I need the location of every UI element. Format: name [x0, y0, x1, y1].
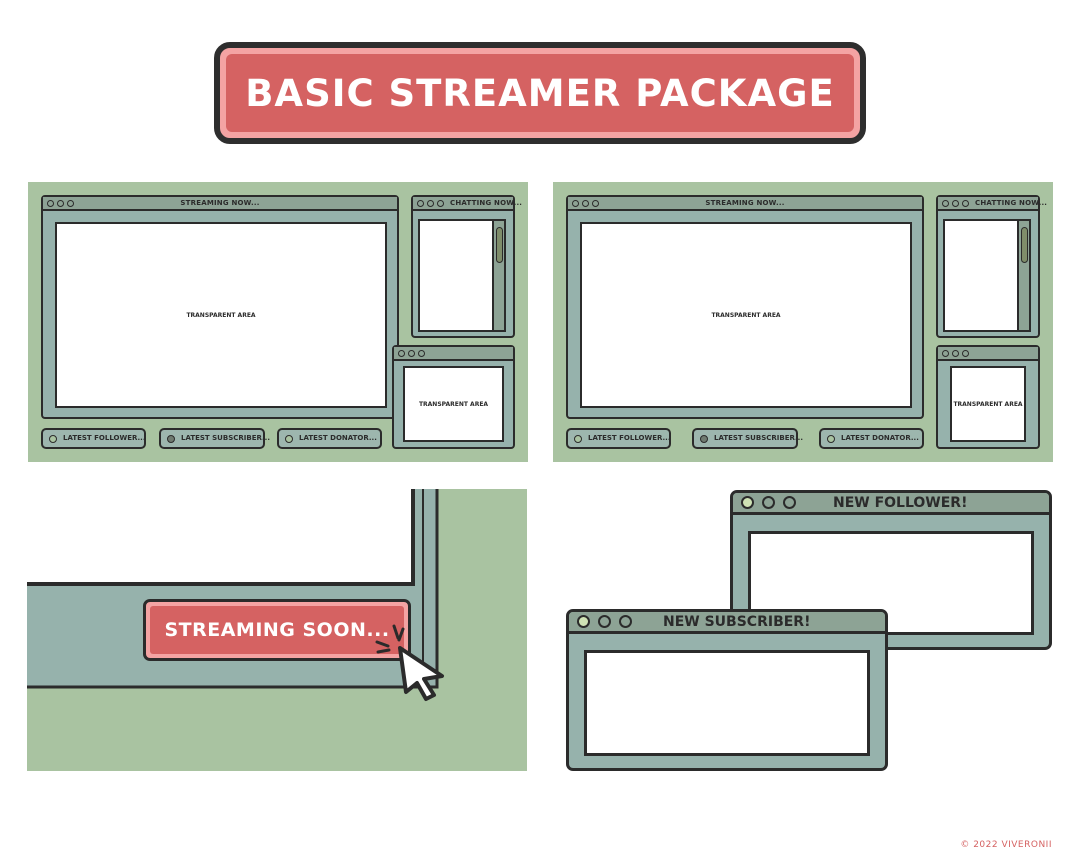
- cam-window: TRANSPARENT AREA: [392, 345, 515, 449]
- new-subscriber-alert: NEW SUBSCRIBER!: [566, 609, 888, 771]
- transparent-area-label: TRANSPARENT AREA: [711, 311, 781, 319]
- main-window: STREAMING NOW... TRANSPARENT AREA: [41, 195, 399, 419]
- window-dot-icon: [57, 200, 64, 207]
- new-follower-title: NEW FOLLOWER!: [833, 495, 968, 511]
- latest-donator-pill: LATEST DONATOR...: [277, 428, 382, 449]
- window-dot-icon: [952, 350, 959, 357]
- cam-window-titlebar: [938, 347, 1038, 361]
- new-follower-titlebar: NEW FOLLOWER!: [733, 493, 1049, 515]
- chat-window-title: CHATTING NOW...: [450, 199, 523, 207]
- main-window-titlebar: STREAMING NOW...: [43, 197, 397, 211]
- new-subscriber-titlebar: NEW SUBSCRIBER!: [569, 612, 885, 634]
- window-dot-icon: [577, 615, 590, 628]
- window-dot-icon: [408, 350, 415, 357]
- window-dot-icon: [783, 496, 796, 509]
- overlay-panel-1: STREAMING NOW... TRANSPARENT AREA CHATTI…: [28, 182, 528, 462]
- latest-follower-pill: LATEST FOLLOWER...: [41, 428, 146, 449]
- cam-transparent-area: TRANSPARENT AREA: [403, 366, 504, 442]
- copyright-text: © 2022 VIVERONII: [960, 840, 1052, 850]
- window-dot-icon: [582, 200, 589, 207]
- window-dot-icon: [741, 496, 754, 509]
- status-dot-icon: [167, 435, 175, 443]
- latest-donator-label: LATEST DONATOR...: [299, 434, 377, 442]
- latest-subscriber-pill: LATEST SUBSCRIBER...: [692, 428, 803, 449]
- window-dot-icon: [619, 615, 632, 628]
- main-window-title: STREAMING NOW...: [180, 199, 260, 207]
- package-banner: BASIC STREAMER PACKAGE: [214, 42, 866, 144]
- window-dot-icon: [942, 200, 949, 207]
- status-dot-icon: [574, 435, 582, 443]
- scrollbar-thumb[interactable]: [496, 227, 503, 263]
- chat-area: [943, 219, 1019, 332]
- window-dot-icon: [952, 200, 959, 207]
- window-dot-icon: [942, 350, 949, 357]
- overlay-panel-2: STREAMING NOW... TRANSPARENT AREA CHATTI…: [553, 182, 1053, 462]
- latest-subscriber-pill: LATEST SUBSCRIBER...: [159, 428, 270, 449]
- streaming-soon-label: STREAMING SOON...: [164, 619, 390, 641]
- window-dot-icon: [962, 350, 969, 357]
- latest-follower-pill: LATEST FOLLOWER...: [566, 428, 671, 449]
- package-banner-inner: BASIC STREAMER PACKAGE: [226, 54, 854, 132]
- chat-window-titlebar: CHATTING NOW...: [938, 197, 1047, 211]
- window-dot-icon: [417, 200, 424, 207]
- window-dot-icon: [592, 200, 599, 207]
- cam-window-titlebar: [394, 347, 513, 361]
- window-dot-icon: [762, 496, 775, 509]
- scrollbar-thumb[interactable]: [1021, 227, 1028, 263]
- latest-follower-label: LATEST FOLLOWER...: [588, 434, 671, 442]
- new-subscriber-title: NEW SUBSCRIBER!: [663, 614, 811, 630]
- latest-follower-label: LATEST FOLLOWER...: [63, 434, 146, 442]
- main-window-titlebar: STREAMING NOW...: [568, 197, 922, 211]
- streaming-soon-screen: STREAMING SOON...: [27, 489, 527, 771]
- window-dot-icon: [572, 200, 579, 207]
- window-dot-icon: [398, 350, 405, 357]
- latest-donator-label: LATEST DONATOR...: [841, 434, 919, 442]
- chat-window: CHATTING NOW...: [936, 195, 1047, 338]
- window-dot-icon: [962, 200, 969, 207]
- status-dot-icon: [285, 435, 293, 443]
- chat-scrollbar[interactable]: [494, 219, 506, 332]
- window-dot-icon: [598, 615, 611, 628]
- main-window: STREAMING NOW... TRANSPARENT AREA: [566, 195, 924, 419]
- chat-scrollbar[interactable]: [1019, 219, 1031, 332]
- window-dot-icon: [418, 350, 425, 357]
- cam-transparent-area: TRANSPARENT AREA: [950, 366, 1026, 442]
- cursor-click-icon: [375, 624, 444, 701]
- chat-window-titlebar: CHATTING NOW...: [413, 197, 522, 211]
- transparent-area-label: TRANSPARENT AREA: [418, 400, 489, 408]
- new-follower-body: [748, 531, 1034, 635]
- chat-area: [418, 219, 494, 332]
- status-dot-icon: [827, 435, 835, 443]
- main-transparent-area: TRANSPARENT AREA: [55, 222, 387, 408]
- status-dot-icon: [49, 435, 57, 443]
- transparent-area-label: TRANSPARENT AREA: [186, 311, 256, 319]
- window-dot-icon: [67, 200, 74, 207]
- chat-window-title: CHATTING NOW...: [975, 199, 1048, 207]
- new-subscriber-body: [584, 650, 870, 756]
- transparent-area-label: TRANSPARENT AREA: [953, 400, 1023, 408]
- status-dot-icon: [700, 435, 708, 443]
- soon-transparent-area: [27, 489, 415, 586]
- window-dot-icon: [427, 200, 434, 207]
- window-dot-icon: [437, 200, 444, 207]
- latest-subscriber-label: LATEST SUBSCRIBER...: [714, 434, 803, 442]
- main-transparent-area: TRANSPARENT AREA: [580, 222, 912, 408]
- new-follower-alert: NEW FOLLOWER!: [730, 490, 1052, 650]
- package-title: BASIC STREAMER PACKAGE: [245, 71, 835, 115]
- window-dot-icon: [47, 200, 54, 207]
- chat-window: CHATTING NOW...: [411, 195, 522, 338]
- latest-donator-pill: LATEST DONATOR...: [819, 428, 924, 449]
- streaming-soon-button-inner: STREAMING SOON...: [150, 606, 404, 654]
- cam-window: TRANSPARENT AREA: [936, 345, 1040, 449]
- latest-subscriber-label: LATEST SUBSCRIBER...: [181, 434, 270, 442]
- streaming-soon-button[interactable]: STREAMING SOON...: [143, 599, 411, 661]
- main-window-title: STREAMING NOW...: [705, 199, 785, 207]
